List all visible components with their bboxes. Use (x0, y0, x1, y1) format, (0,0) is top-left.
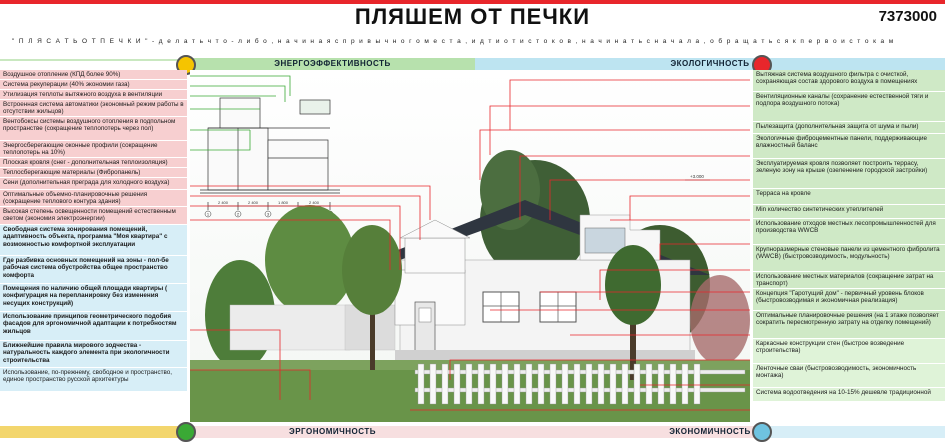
right-item: Крупноразмерные стеновые панели из цемен… (753, 245, 945, 272)
left-item: Утилизация теплоты вытяжного воздуха в в… (0, 90, 187, 100)
left-item: Свободная система зонирования помещений,… (0, 225, 187, 256)
right-item: Ленточные сваи (быстровозводимость, экон… (753, 364, 945, 388)
front-picket-fence (414, 363, 746, 405)
top-header-bar: ЭНЕРГОЭФФЕКТИВНОСТЬ ЭКОЛОГИЧНОСТЬ (0, 55, 945, 75)
project-code: 7373000 (878, 8, 937, 25)
right-item: Система водоотведения на 10-15% дешевле … (753, 388, 945, 402)
left-item: Сени (дополнительная преграда для холодн… (0, 178, 187, 190)
left-item: Использование, по-прежнему, свободное и … (0, 368, 187, 392)
economy-section-header: ЭКОНОМИЧНОСТЬ (669, 427, 751, 436)
house-illustration: 2 400 2 400 1 800 2 400 1 2 3 4 5 +3.000 (190, 70, 750, 422)
left-item: Оптимальные объемно-планировочные решени… (0, 190, 187, 207)
left-item: Высокая степень освещенности помещений е… (0, 207, 187, 225)
left-item: Ближнейшие правила мирового зодчества - … (0, 341, 187, 368)
page-title: ПЛЯШЕМ ОТ ПЕЧКИ (354, 4, 591, 29)
dim-label: 2 400 (309, 200, 320, 205)
level-label: +3.000 (690, 174, 704, 179)
left-item: Теплосберегающие материалы (Фибропанель) (0, 168, 187, 178)
right-item: Терраса на кровле (753, 189, 945, 205)
right-item: Вытяжная система воздушного фильтра с оч… (753, 70, 945, 92)
right-item: Использование местных материалов (сокращ… (753, 272, 945, 289)
subtitle-proverb: " П Л Я С А Т Ь О Т П Е Ч К И " - д е л … (12, 38, 895, 45)
right-item: Вентиляционные каналы (сохранение естест… (753, 92, 945, 122)
dim-label: 2 400 (248, 200, 259, 205)
energy-section-header: ЭНЕРГОЭФФЕКТИВНОСТЬ (190, 58, 475, 70)
left-item: Энергосберегающие оконные профили (сокра… (0, 141, 187, 158)
right-item: Концепция "Гаротущий дом" - первичный ур… (753, 289, 945, 311)
left-item: Использование принципов геометрического … (0, 312, 187, 341)
left-item: Помещения по наличию общей площади кварт… (0, 284, 187, 312)
axis-mark: 2 (237, 212, 240, 217)
right-item: Использование отходов местных лесопромыш… (753, 219, 945, 245)
section-drawing (200, 97, 340, 210)
house-scene-svg: 2 400 2 400 1 800 2 400 1 2 3 4 5 +3.000 (190, 70, 750, 422)
right-item: Эксплуатируемая кровля позволяет построи… (753, 159, 945, 189)
left-feature-list: Воздушное отопление (КПД более 90%) Сист… (0, 70, 187, 422)
blue-circle-icon (752, 422, 772, 442)
left-item: Вентобоксы системы воздушного отопления … (0, 117, 187, 141)
ergonomics-section-header: ЭРГОНОМИЧНОСТЬ (289, 427, 376, 436)
top-accent-bar (0, 0, 945, 4)
left-item: Где разбивка основных помещений на зоны … (0, 256, 187, 284)
ecology-section-header: ЭКОЛОГИЧНОСТЬ (475, 58, 945, 70)
connector-lines-right (410, 79, 750, 411)
front-tree (342, 225, 661, 380)
dim-label: 1 800 (278, 200, 289, 205)
right-item: Пылезащита (дополнительная защита от шум… (753, 122, 945, 134)
right-item: Каркасные конструкции стен (быстрое возв… (753, 339, 945, 364)
bottom-header-bar: ЭРГОНОМИЧНОСТЬ ЭКОНОМИЧНОСТЬ (0, 422, 945, 442)
green-circle-icon (176, 422, 196, 442)
left-item: Плоская кровля (снег - дополнительная те… (0, 158, 187, 168)
axis-mark: 1 (207, 212, 210, 217)
left-item: Встроенная система автоматики (экономный… (0, 100, 187, 117)
right-feature-list: Вытяжная система воздушного фильтра с оч… (753, 70, 945, 422)
dim-label: 2 400 (218, 200, 229, 205)
right-item: Экологичные фиброцементные панели, подде… (753, 134, 945, 159)
left-item: Система рекуперации (40% экономии газа) (0, 80, 187, 90)
right-item: Оптимальные планировочные решения (на 1 … (753, 311, 945, 339)
right-item: Min количество синтетических утеплителей (753, 205, 945, 219)
axis-mark: 3 (267, 212, 270, 217)
connector-lines-left (190, 75, 431, 400)
left-item: Воздушное отопление (КПД более 90%) (0, 70, 187, 80)
